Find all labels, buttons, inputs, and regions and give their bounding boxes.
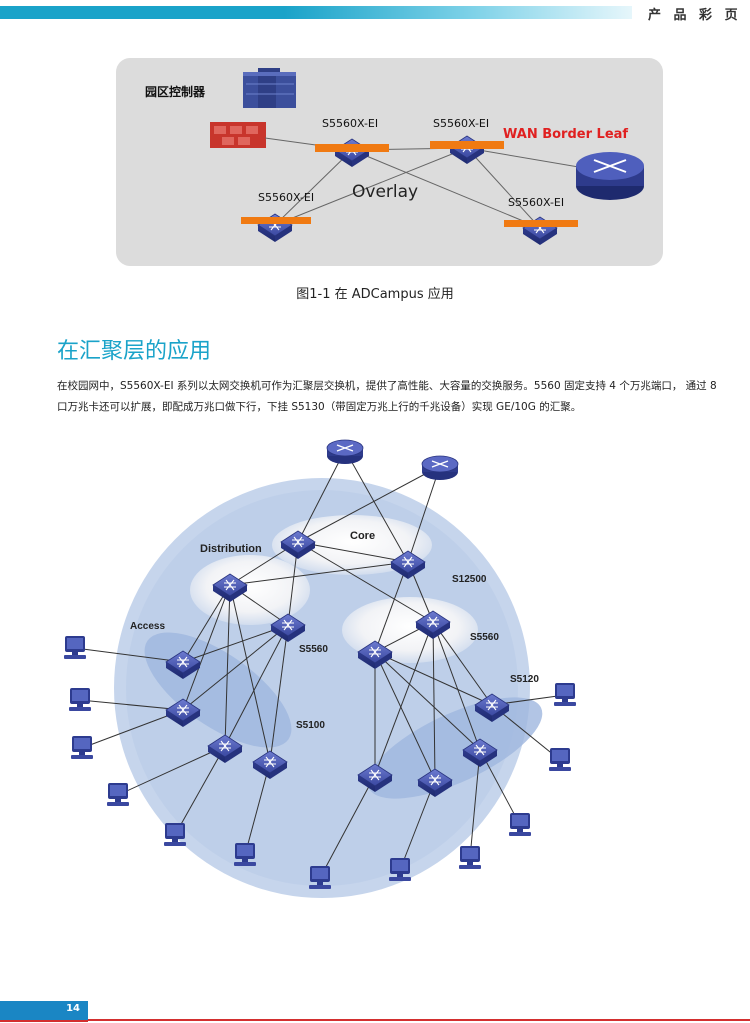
switch-icon: [449, 135, 485, 165]
laptop-icon: [69, 688, 91, 711]
pc-icon: [309, 866, 331, 889]
pc-icon: [549, 748, 571, 771]
figure-caption: 图1-1 在 ADCampus 应用: [296, 287, 454, 302]
access-label: Access: [130, 621, 165, 632]
switch-label: S5560X-EI: [258, 191, 314, 204]
switch-icon: [334, 138, 370, 168]
page-number: 14: [66, 1003, 80, 1014]
server-cluster-icon: [243, 68, 296, 108]
core-cloud: [272, 515, 432, 575]
s5560-right-label: S5560: [470, 632, 499, 643]
figure1-panel: [116, 58, 663, 266]
page-number-tab: 14: [0, 1001, 88, 1022]
pc-icon: [64, 636, 86, 659]
switch-label: S5560X-EI: [508, 196, 564, 209]
highlight-bar: [430, 141, 504, 149]
core-router-icon: [326, 439, 364, 465]
pc-icon: [71, 736, 93, 759]
section-label: 产 品 彩 页: [648, 8, 742, 23]
s5100-label: S5100: [296, 720, 325, 731]
campus-topology: [64, 439, 576, 898]
pc-icon: [107, 783, 129, 806]
s12500-label: S12500: [452, 574, 487, 585]
pc-icon: [554, 683, 576, 706]
header-bar: [0, 6, 632, 19]
s5120-label: S5120: [510, 674, 539, 685]
highlight-bar: [315, 144, 389, 152]
distribution-cloud: [190, 555, 310, 625]
firewall-icon: [210, 122, 266, 148]
highlight-bar: [504, 220, 578, 227]
controller-label: 园区控制器: [145, 84, 206, 99]
highlight-bar: [241, 217, 311, 224]
pc-icon: [164, 823, 186, 846]
pc-icon: [509, 813, 531, 836]
border-router-icon: [576, 152, 644, 200]
overlay-label: Overlay: [352, 182, 418, 202]
pc-icon: [234, 843, 256, 866]
laptop-icon: [389, 858, 411, 881]
section-title: 在汇聚层的应用: [57, 339, 212, 364]
border-leaf-label: WAN Border Leaf: [503, 127, 628, 142]
core-router-icon: [421, 455, 459, 481]
s5560-left-label: S5560: [299, 644, 328, 655]
core-label: Core: [350, 530, 375, 542]
section-paragraph: 在校园网中，S5560X-EI 系列以太网交换机可作为汇聚层交换机，提供了高性能…: [57, 380, 717, 413]
distribution-label: Distribution: [200, 543, 262, 555]
pc-icon: [459, 846, 481, 869]
switch-label: S5560X-EI: [433, 117, 489, 130]
footer-rule: [88, 1019, 750, 1021]
access-group: [367, 697, 543, 799]
switch-label: S5560X-EI: [322, 117, 378, 130]
